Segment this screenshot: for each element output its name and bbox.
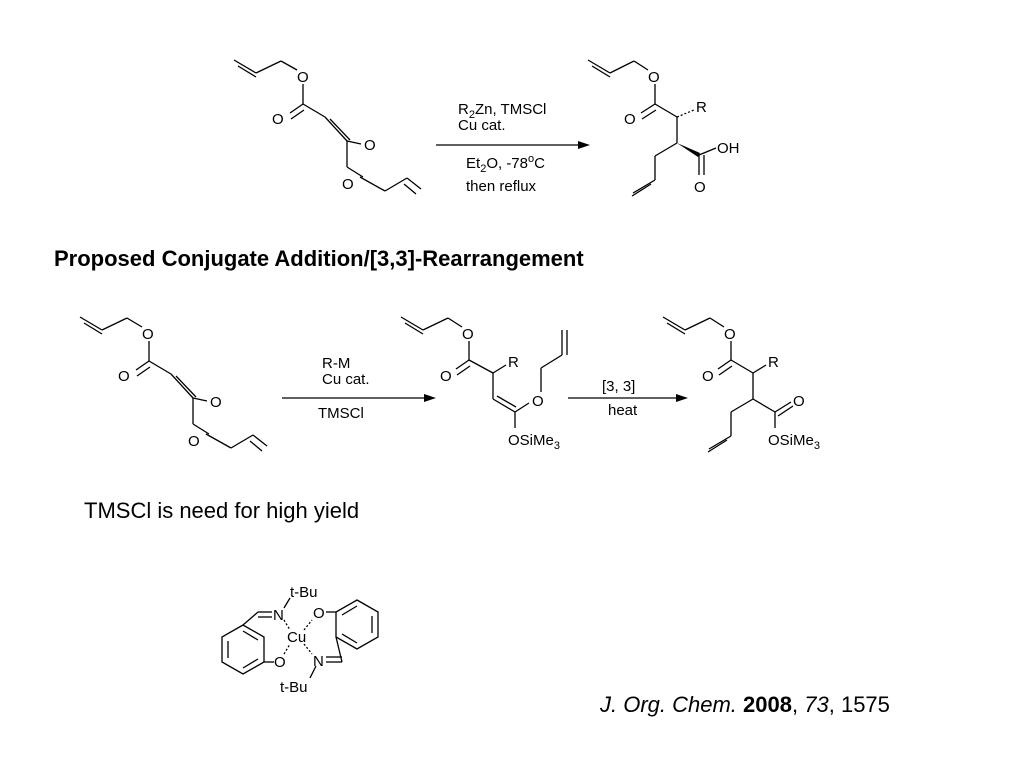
atom-o: O [142,326,154,343]
scheme2-intermediate: O O O R OSiMe3 [400,316,568,452]
atom-o: O [440,368,452,385]
catalyst-o-right: O [313,605,325,622]
atom-o: O [210,394,222,411]
journal-citation: J. Org. Chem. 2008, 73, 1575 [600,692,890,718]
atom-o: O [793,393,805,410]
product-osime3-label: OSiMe3 [768,432,820,452]
atom-o: O [364,137,376,154]
scheme2-arrow2 [568,394,688,402]
catalyst-o-left: O [274,654,286,671]
citation-volume: 73 [804,692,829,717]
scheme1-reagents: R2Zn, TMSCl [458,101,546,121]
scheme2-product: O O O R OSiMe3 [662,316,820,453]
product-r-label: R [768,354,779,371]
atom-o: O [648,69,660,86]
scheme2-tmscl: TMSCl [318,405,364,422]
catalyst-tbu-bottom: t-Bu [280,679,308,696]
intermediate-r-label: R [508,354,519,371]
atom-o: O [532,393,544,410]
scheme1-catalyst: Cu cat. [458,117,506,134]
scheme1-then-reflux: then reflux [466,178,537,195]
atom-o: O [342,176,354,193]
atom-o: O [272,111,284,128]
catalyst-n-left: N [273,607,284,624]
scheme1-product: O O O R OH [587,59,740,197]
catalyst-n-right: N [313,653,324,670]
scheme2-catalyst: Cu cat. [322,371,370,388]
atom-o: O [188,433,200,450]
atom-o: O [118,368,130,385]
atom-o: O [462,326,474,343]
citation-journal: J. Org. Chem. [600,692,737,717]
scheme2-arrow1 [282,394,436,402]
catalyst-tbu-top: t-Bu [290,584,318,601]
scheme1-starting-material: O O O O [233,59,422,195]
citation-year: 2008 [743,692,792,717]
citation-separator: , [792,692,805,717]
atom-o: O [624,111,636,128]
scheme-heading: Proposed Conjugate Addition/[3,3]-Rearra… [54,246,584,271]
product-r-label: R [696,99,707,116]
citation-separator: , [828,692,841,717]
atom-o: O [694,179,706,196]
scheme2-heat-label: heat [608,402,638,419]
scheme1-solvent-temp: Et2O, -78oC [466,153,545,175]
scheme2-reagent-rm: R-M [322,355,350,372]
tmscl-note: TMSCl is need for high yield [84,498,360,523]
atom-o: O [702,368,714,385]
copper-catalyst-structure: t-Bu N O Cu O N t-Bu [221,584,379,696]
atom-o: O [297,69,309,86]
product-oh-label: OH [717,140,740,157]
catalyst-cu: Cu [287,629,306,646]
scheme1-arrow [436,141,590,149]
scheme2-sigmatropic-label: [3, 3] [602,378,635,395]
citation-page: 1575 [840,692,890,717]
intermediate-osime3-label: OSiMe3 [508,432,560,452]
atom-o: O [724,326,736,343]
scheme2-starting-material: O O O O [79,316,268,452]
